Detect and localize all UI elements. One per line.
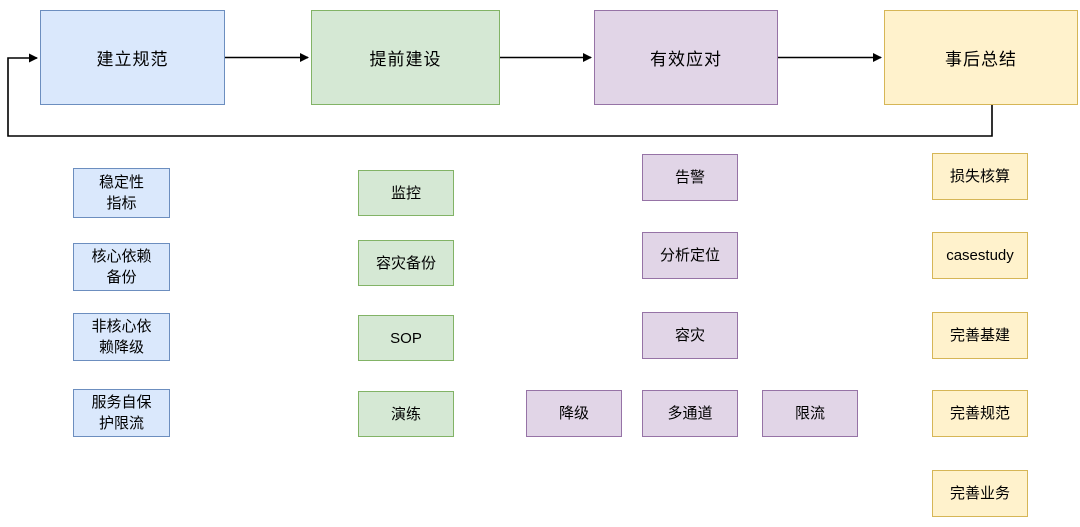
item-analysis-locating: 分析定位 (642, 232, 738, 279)
item-noncore-dependency-degrade: 非核心依 赖降级 (73, 313, 170, 361)
item-improve-business: 完善业务 (932, 470, 1028, 517)
item-degrade: 降级 (526, 390, 622, 437)
item-improve-infrastructure: 完善基建 (932, 312, 1028, 359)
item-rate-limit: 限流 (762, 390, 858, 437)
item-multi-channel: 多通道 (642, 390, 738, 437)
stage-box-effective-response: 有效应对 (594, 10, 778, 105)
item-drill: 演练 (358, 391, 454, 437)
item-casestudy: casestudy (932, 232, 1028, 279)
stage-box-post-incident-review: 事后总结 (884, 10, 1078, 105)
item-disaster-recovery-backup: 容灾备份 (358, 240, 454, 286)
item-core-dependency-backup: 核心依赖 备份 (73, 243, 170, 291)
item-alerting: 告警 (642, 154, 738, 201)
item-monitoring: 监控 (358, 170, 454, 216)
stage-box-advance-building: 提前建设 (311, 10, 500, 105)
item-sop: SOP (358, 315, 454, 361)
stage-box-establish-standards: 建立规范 (40, 10, 225, 105)
item-disaster-recovery: 容灾 (642, 312, 738, 359)
item-improve-standards: 完善规范 (932, 390, 1028, 437)
item-service-self-protect-ratelimit: 服务自保 护限流 (73, 389, 170, 437)
item-stability-metrics: 稳定性 指标 (73, 168, 170, 218)
item-loss-accounting: 损失核算 (932, 153, 1028, 200)
